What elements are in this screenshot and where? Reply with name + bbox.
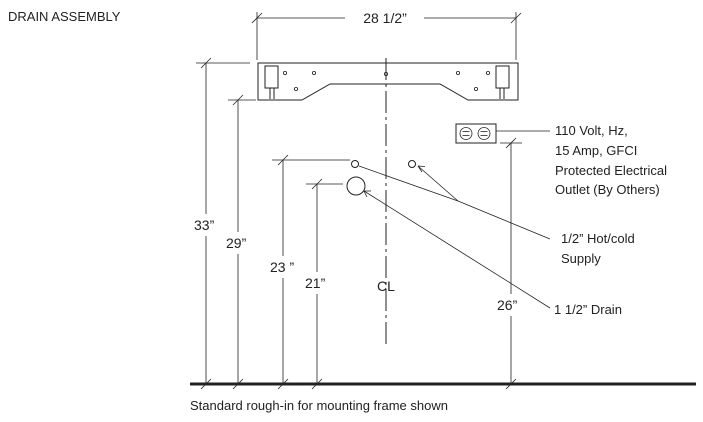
- centerline-label: CL: [377, 278, 395, 294]
- centerline: CL: [377, 58, 395, 345]
- dimension-29-label: 29”: [226, 235, 247, 251]
- outlet-callout: 110 Volt, Hz, 15 Amp, GFCI Protected Ele…: [555, 123, 667, 197]
- width-dimension: 28 1/2”: [251, 10, 522, 60]
- dimension-33: 33”: [194, 57, 250, 390]
- drain-callout: 1 1/2” Drain: [554, 302, 622, 317]
- drawing-title: DRAIN ASSEMBLY: [8, 9, 121, 24]
- outlet-callout-line-4: Outlet (By Others): [555, 182, 660, 197]
- dimension-23-label: 23 ”: [270, 259, 294, 275]
- drain-connection: [346, 176, 551, 309]
- dimension-29: 29”: [226, 94, 256, 390]
- outlet-callout-line-1: 110 Volt, Hz,: [555, 123, 628, 138]
- mounting-frame: [257, 62, 519, 101]
- supply-callout-line-1: 1/2” Hot/cold: [561, 231, 635, 246]
- dimension-23: 23 ”: [270, 154, 350, 390]
- dimension-33-label: 33”: [194, 217, 215, 233]
- electrical-outlet: [455, 123, 550, 144]
- supply-callout-line-2: Supply: [561, 251, 601, 266]
- width-dimension-label: 28 1/2”: [363, 10, 407, 26]
- dimension-26-label: 26”: [497, 297, 518, 313]
- supply-callout: 1/2” Hot/cold Supply: [561, 231, 635, 266]
- outlet-callout-line-2: 15 Amp, GFCI: [555, 143, 637, 158]
- dimension-26: 26”: [497, 137, 522, 390]
- supply-connections: [351, 160, 551, 240]
- dimension-21-label: 21”: [305, 275, 326, 291]
- outlet-callout-line-3: Protected Electrical: [555, 163, 667, 178]
- drawing-caption: Standard rough-in for mounting frame sho…: [190, 398, 448, 413]
- dimension-21: 21”: [305, 178, 343, 390]
